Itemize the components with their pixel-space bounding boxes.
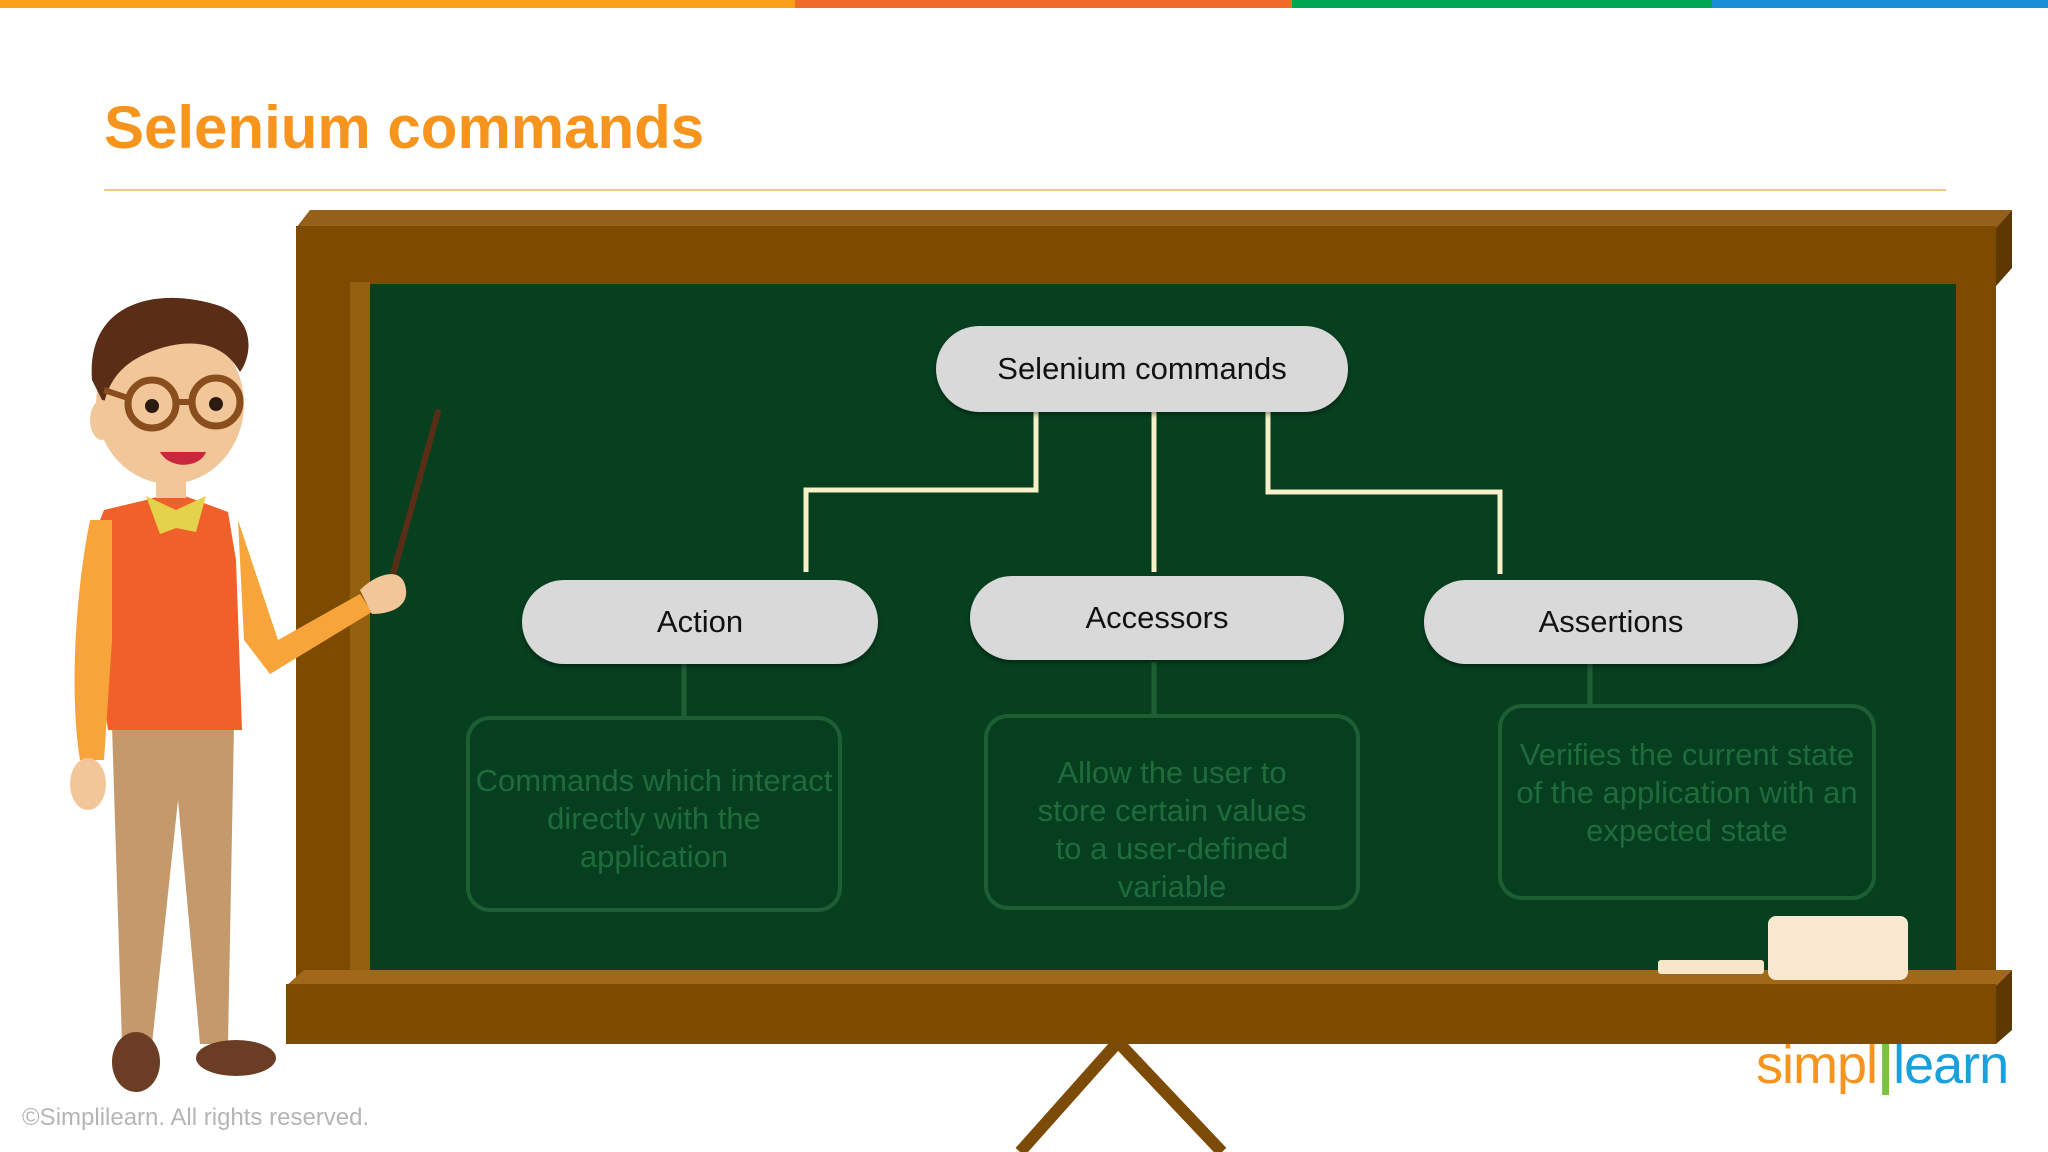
root-node: Selenium commands	[936, 326, 1348, 412]
copyright-text: ©Simplilearn. All rights reserved.	[22, 1104, 370, 1131]
diagram-connectors	[803, 410, 1503, 574]
eraser	[1768, 916, 1908, 980]
slide-title: Selenium commands	[104, 94, 705, 161]
description-assertions: Verifies the current state of the applic…	[1498, 704, 1876, 900]
top-bar-green	[1292, 0, 1712, 8]
logo-part-simpl: simpl	[1756, 1035, 1878, 1095]
top-bar-orange	[0, 0, 795, 8]
logo-bar-icon: |	[1878, 1035, 1893, 1095]
child-node-accessors: Accessors	[970, 576, 1344, 660]
teacher-with-pointer	[70, 297, 441, 1092]
top-bar-red	[795, 0, 1292, 8]
easel-stand	[1015, 1037, 1227, 1152]
logo-part-learn: learn	[1893, 1035, 2009, 1095]
child-node-assertions: Assertions	[1424, 580, 1798, 664]
description-accessors: Allow the user to store certain values t…	[984, 714, 1360, 910]
simplilearn-logo: simpl|learn	[1756, 1034, 2009, 1104]
top-bar-blue	[1712, 0, 2048, 8]
chalk-stick	[1658, 960, 1764, 974]
description-connectors	[681, 662, 1593, 716]
description-action: Commands which interact directly with th…	[466, 716, 842, 912]
title-divider	[104, 189, 1946, 191]
top-color-bar	[0, 0, 2048, 8]
child-node-action: Action	[522, 580, 878, 664]
